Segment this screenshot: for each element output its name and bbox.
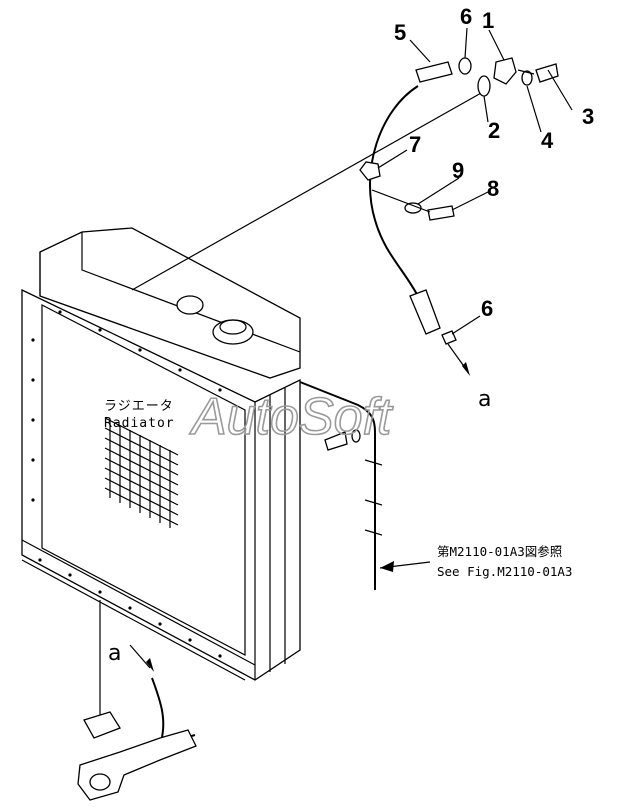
- breather-hose: [368, 85, 421, 301]
- part-2-gasket: [477, 75, 491, 97]
- part-3-bolt: [535, 63, 559, 83]
- callout-9: 9: [452, 158, 464, 183]
- callout-5: 5: [394, 20, 406, 45]
- callout-6-top: 6: [460, 4, 472, 29]
- callout-3: 3: [582, 104, 594, 129]
- overflow-tube: [299, 381, 376, 590]
- radiator-core-grid: [104, 417, 179, 528]
- radiator-label-english: Radiator: [104, 416, 175, 431]
- filler-neck: [176, 295, 204, 315]
- part-5-hose: [415, 61, 453, 83]
- part-6-clamp-top: [458, 57, 472, 75]
- callout-8: 8: [487, 176, 499, 201]
- watermark: AutoSoft: [189, 388, 394, 446]
- part-7-clip: [359, 161, 381, 181]
- tube-clamp-bolt: [324, 431, 348, 451]
- part-8-bolt: [427, 205, 455, 221]
- part-4-washer: [521, 70, 533, 86]
- callout-2: 2: [488, 118, 500, 143]
- reference-japanese: 第M2110-01A3図参照: [437, 544, 562, 559]
- marker-a-bottom: a: [108, 641, 121, 666]
- callout-6-lower: 6: [481, 296, 493, 321]
- part-5-lower-hose: [409, 289, 441, 335]
- radiator-label-japanese: ラジエータ: [104, 399, 174, 414]
- filler-cap: [212, 319, 254, 345]
- callout-1: 1: [482, 8, 494, 33]
- callout-leaders: [377, 27, 573, 335]
- callout-7: 7: [409, 132, 421, 157]
- callout-4: 4: [541, 128, 554, 153]
- outlet-flange: [83, 711, 121, 739]
- part-1-elbow: [493, 57, 517, 85]
- reference-english: See Fig.M2110-01A3: [437, 564, 572, 579]
- marker-a-top: a: [478, 387, 491, 412]
- radiator: [21, 227, 301, 681]
